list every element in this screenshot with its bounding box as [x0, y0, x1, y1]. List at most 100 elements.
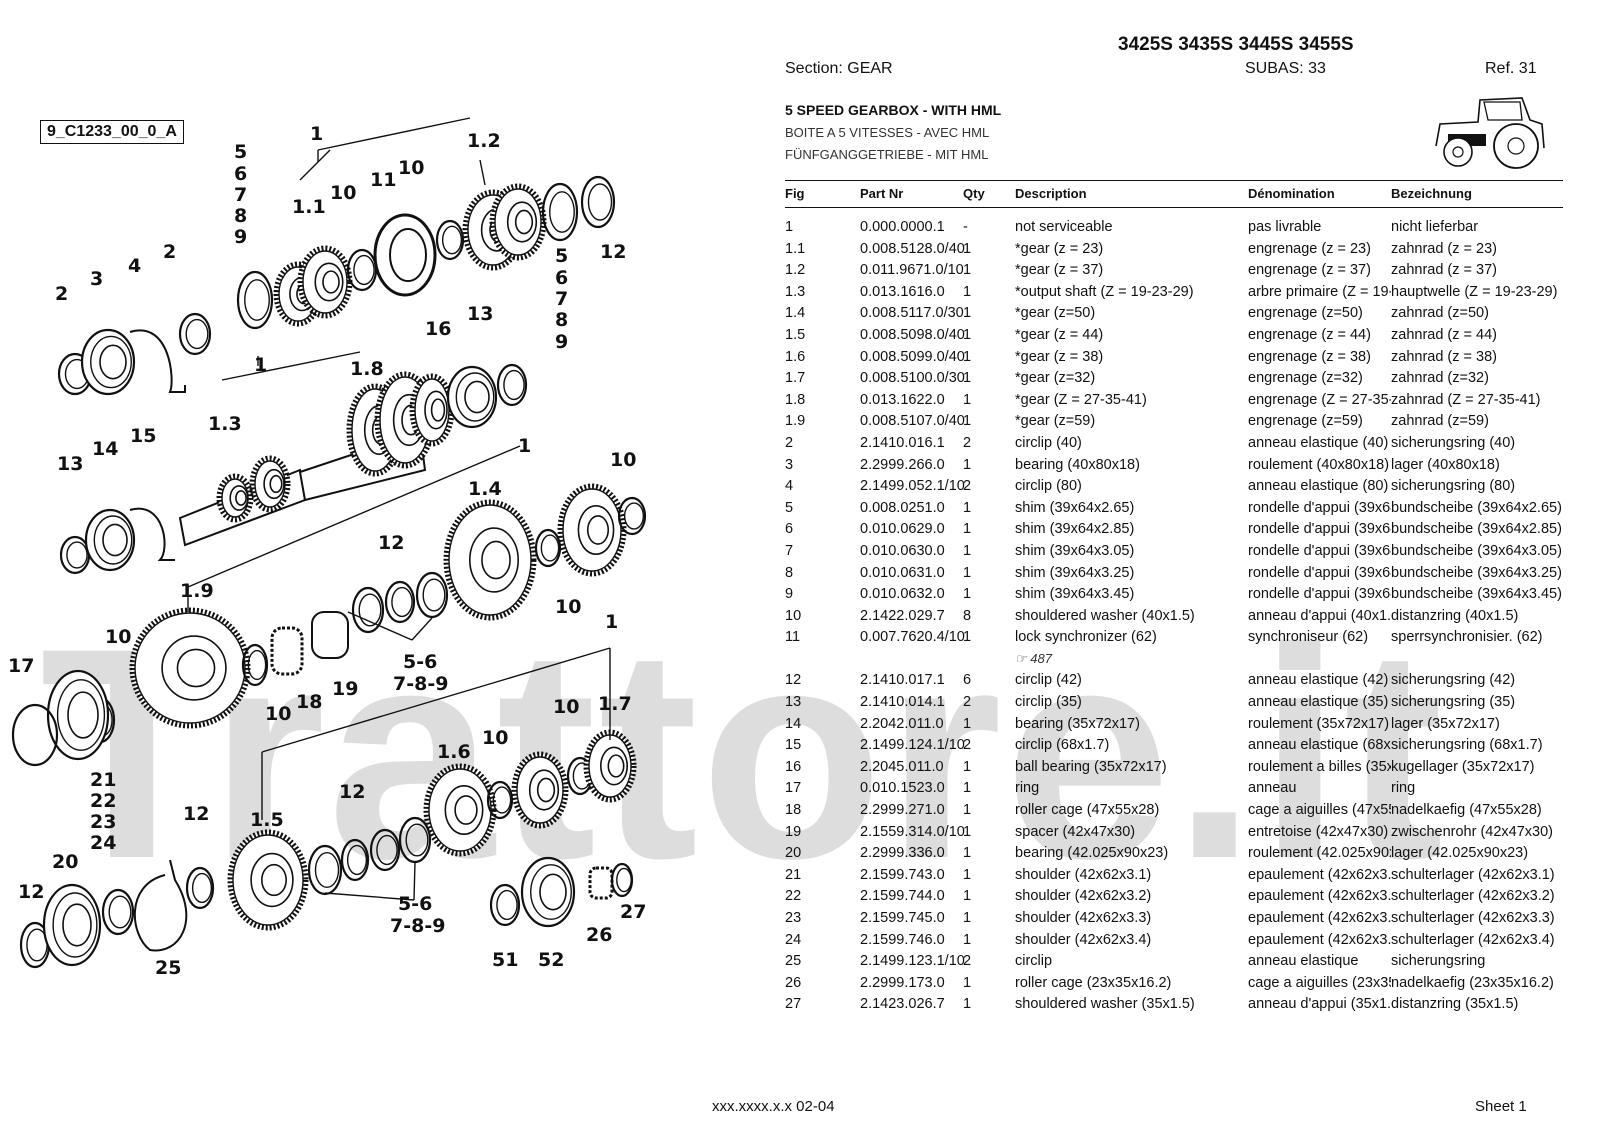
circlip-12a	[580, 175, 616, 229]
cell-fig: 1.3	[785, 283, 806, 300]
column-description: Description	[1015, 186, 1087, 201]
cell-description: circlip (40)	[1015, 434, 1082, 451]
callout-label: 5	[234, 141, 247, 163]
callout-label: 51	[492, 949, 518, 971]
cell-description: shoulder (42x62x3.2)	[1015, 888, 1152, 905]
callout-label: 10	[553, 696, 579, 718]
cell-denomination: epaulement (42x62x3.1)	[1248, 866, 1391, 883]
section-label: Section: GEAR	[785, 60, 893, 77]
bearing-20-bore	[62, 903, 92, 947]
circlip-12d	[185, 866, 215, 910]
cell-bezeichnung: distanzring (40x1.5)	[1391, 607, 1519, 624]
circlip-12b-inner	[391, 586, 413, 618]
cell-description: *gear (z = 23)	[1015, 240, 1104, 257]
circlip-2b-inner	[185, 318, 209, 350]
cell-denomination: roulement (40x80x18)	[1248, 456, 1390, 473]
callout-label: 17	[8, 655, 34, 677]
gear-1-1-bore	[322, 270, 340, 294]
circlip-12b	[384, 580, 416, 624]
cell-fig: 20	[785, 845, 802, 862]
cell-description: shim (39x64x3.05)	[1015, 542, 1135, 559]
cell-description: shim (39x64x3.45)	[1015, 586, 1135, 603]
cell-description: *gear (Z = 27-35-41)	[1015, 391, 1147, 408]
cell-part-nr: 2.1410.017.1	[860, 672, 945, 689]
cell-fig: 9	[785, 586, 794, 603]
cell-part-nr: 2.2045.011.0	[860, 758, 944, 775]
callout-label: 6	[234, 163, 247, 185]
lead-56	[347, 611, 413, 641]
circlip-2b	[178, 312, 212, 356]
ring-17	[11, 703, 59, 767]
callout-label: 11	[370, 169, 396, 191]
cell-part-nr: 2.1410.014.1	[860, 694, 945, 711]
cell-description: *gear (z = 44)	[1015, 326, 1104, 343]
cell-part-nr: 0.013.1622.0	[860, 391, 945, 408]
circlip-12e	[340, 838, 370, 882]
circlip-15	[129, 507, 175, 561]
callout-label: 12	[600, 241, 626, 263]
shim-56b-inner	[314, 852, 340, 888]
circlip-12a-inner	[587, 183, 613, 221]
cell-bezeichnung: sicherungsring (42)	[1391, 672, 1516, 689]
gear-1-4b-bore	[586, 515, 610, 545]
bearing-14-race	[93, 515, 133, 565]
bearing-14-bore	[102, 523, 128, 557]
cell-description: *output shaft (Z = 19-23-29)	[1015, 283, 1194, 300]
cell-part-nr: 0.013.1616.0	[860, 283, 945, 300]
callout-label: 1.9	[180, 580, 214, 602]
cell-fig: 22	[785, 888, 802, 905]
gear-1-8b-hub	[424, 390, 448, 430]
cell-bezeichnung: zahnrad (z = 23)	[1391, 240, 1497, 257]
cell-denomination: roulement a billes (35x72x17)	[1248, 758, 1391, 775]
cell-description: shoulder (42x62x3.4)	[1015, 931, 1152, 948]
cell-description: circlip (68x1.7)	[1015, 737, 1110, 754]
cell-fig: 15	[785, 737, 802, 754]
gear-1-2-hub	[506, 201, 538, 243]
cell-qty: 1	[963, 413, 972, 430]
callout-label: 2	[55, 283, 68, 305]
cell-fig: 1.6	[785, 348, 806, 365]
cell-fig: 2	[785, 434, 794, 451]
lead-78	[411, 617, 433, 641]
cell-qty: 1	[963, 758, 972, 775]
gear-1-4b-rim	[562, 488, 622, 572]
cell-part-nr: 0.010.1523.0	[860, 780, 945, 797]
callout-label: 12	[183, 803, 209, 825]
cell-part-nr: 2.2999.336.0	[860, 845, 945, 862]
cell-bezeichnung: sicherungsring (68x1.7)	[1391, 737, 1543, 754]
gear-1-6-bore	[454, 795, 478, 825]
cell-denomination: epaulement (42x62x3.2)	[1248, 888, 1391, 905]
cell-qty: 1	[963, 888, 972, 905]
cell-denomination: arbre primaire (Z = 19-23-29)	[1248, 283, 1391, 300]
cell-part-nr: 2.1422.029.7	[860, 607, 945, 624]
gear-1-2-bore	[514, 209, 534, 235]
callout-label: 1.6	[437, 741, 471, 763]
callout-label: 24	[90, 832, 116, 854]
callout-label: 4	[128, 255, 141, 277]
cell-fig: 21	[785, 866, 802, 883]
cell-denomination: pas livrable	[1248, 219, 1322, 235]
callout-label: 12	[339, 781, 365, 803]
cell-bezeichnung: nicht lieferbar	[1391, 219, 1479, 235]
cell-part-nr: 0.010.0631.0	[860, 564, 945, 581]
callout-label: 15	[130, 425, 156, 447]
cell-bezeichnung: distanzring (35x1.5)	[1391, 996, 1519, 1013]
gear-1-5	[227, 829, 309, 931]
cell-qty: 2	[963, 694, 972, 711]
callout-label: 7	[555, 288, 568, 310]
washer-10e-inner	[540, 534, 560, 562]
callout-label: 10	[105, 626, 131, 648]
cell-part-nr: 0.008.5100.0/30	[860, 370, 965, 387]
cell-qty: 1	[963, 586, 972, 603]
cell-description: shouldered washer (40x1.5)	[1015, 607, 1195, 624]
column-part-nr: Part Nr	[860, 186, 904, 201]
cell-bezeichnung: schulterlager (42x62x3.1)	[1391, 866, 1555, 883]
washer-10d	[241, 643, 269, 687]
gear-1-4b	[557, 483, 627, 577]
